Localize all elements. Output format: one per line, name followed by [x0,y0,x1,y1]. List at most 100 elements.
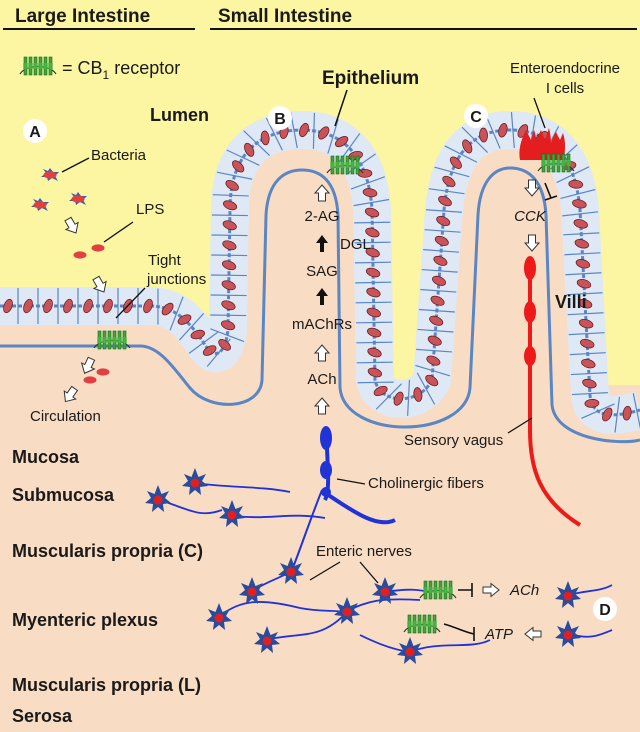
nucleus [433,255,448,266]
enteroendocrine-label-line2: I cells [546,80,584,97]
cell-boundary [570,372,607,376]
sensory-vagus-fiber [524,256,582,527]
nucleus [244,142,255,157]
layer-labels: Mucosa Submucosa Muscularis propria (C) … [12,447,203,726]
cell-boundary [565,272,602,276]
cell-boundary [563,232,600,236]
nucleus [577,298,593,309]
nucleus [365,267,381,278]
cell-boundary [355,301,392,304]
atp-output-label: ATP [484,626,513,643]
enteroendocrine-label-line1: Enteroendocrine [510,60,620,77]
step-ach-label: ACh [307,371,336,388]
nucleus [63,298,73,314]
nucleus [582,378,597,389]
nucleus [373,385,388,397]
cell-boundary [581,403,615,419]
nucleus [576,279,592,289]
nucleus [574,239,590,249]
villi-label: Villi [555,292,587,312]
panel-letters: A B C D [23,104,617,621]
nucleus [442,175,456,188]
cell-boundary [485,115,501,149]
cell-boundary [312,112,316,149]
nucleus [366,287,381,298]
nucleus [223,200,238,211]
cell-boundary [569,352,606,356]
cck-label: CCK [514,208,547,225]
nucleus [221,260,237,271]
cell-boundary [211,234,248,237]
nucleus [190,329,205,340]
nucleus [23,298,33,314]
nucleus [362,188,378,198]
cell-boundary [356,341,393,344]
step-sag-label: SAG [306,263,338,280]
nucleus [43,298,53,314]
panel-d: Enteric nerves ACh ATP [309,543,542,643]
cell-boundary [210,274,247,277]
cell-boundary [210,328,245,343]
panel-letter-a: A [29,124,41,141]
tight-junctions-label-line1: Tight [148,252,182,269]
inhibition-icon [544,182,558,201]
nucleus [568,179,584,189]
nucleus [462,139,473,154]
nucleus [335,136,349,148]
cell-boundary [407,379,411,416]
cell-boundary [434,166,470,178]
cholinergic-fibers-label: Cholinergic fibers [368,475,484,492]
layer-label-muscularis-l: Muscularis propria (L) [12,675,201,695]
step-2ag-label: 2-AG [304,208,339,225]
cell-boundary [428,188,465,195]
cell-boundary [188,331,219,354]
cell-boundary [355,281,392,284]
nucleus [432,275,446,286]
nucleus [602,407,613,422]
cell-boundary [418,308,455,313]
lumen-label: Lumen [150,105,209,125]
nucleus [357,168,373,178]
cell-boundary [355,321,392,324]
panel-a: Bacteria LPS Tight junctions Circulation [30,147,206,425]
nucleus [479,127,488,143]
cell-boundary [211,254,248,257]
sensory-vagus-label: Sensory vagus [404,432,503,449]
nucleus [449,156,462,169]
nucleus [580,338,595,349]
cell-boundary [568,332,605,336]
epithelium-label: Epithelium [322,68,419,89]
nucleus [429,315,444,326]
nucleus [232,160,245,173]
cell-boundary [350,176,385,190]
cell-boundary [216,171,253,180]
nucleus [367,367,383,378]
layer-label-submucosa: Submucosa [12,485,115,505]
layer-label-myenteric-plexus: Myenteric plexus [12,610,158,630]
cell-boundary [567,312,604,316]
cell-boundary [566,292,603,296]
cholinergic-fiber [291,426,396,571]
small-intestine-label: Small Intestine [218,6,352,27]
layer-label-muscularis-c: Muscularis propria (C) [12,541,203,561]
nucleus [572,199,587,209]
legend: = CB1 receptor [19,56,180,82]
enteroendocrine-cells [519,128,565,160]
dgl-enzyme-label: DGL [340,236,371,253]
nucleus [393,391,404,406]
panel-letter-c: C [470,109,482,126]
cell-boundary [354,241,391,244]
nucleus [83,298,93,314]
inhibition-icon [443,623,475,641]
panel-b: 2-AG DGL SAG mAChRs ACh Cholinergic fibe… [291,155,484,571]
panel-letter-d: D [599,602,611,619]
cell-boundary [556,166,590,184]
cell-boundary [416,372,436,405]
nucleus [365,247,380,258]
cell-boundary [353,198,390,207]
cell-boundary [417,328,454,333]
cell-boundary [210,294,247,297]
cell-boundary [425,209,462,213]
